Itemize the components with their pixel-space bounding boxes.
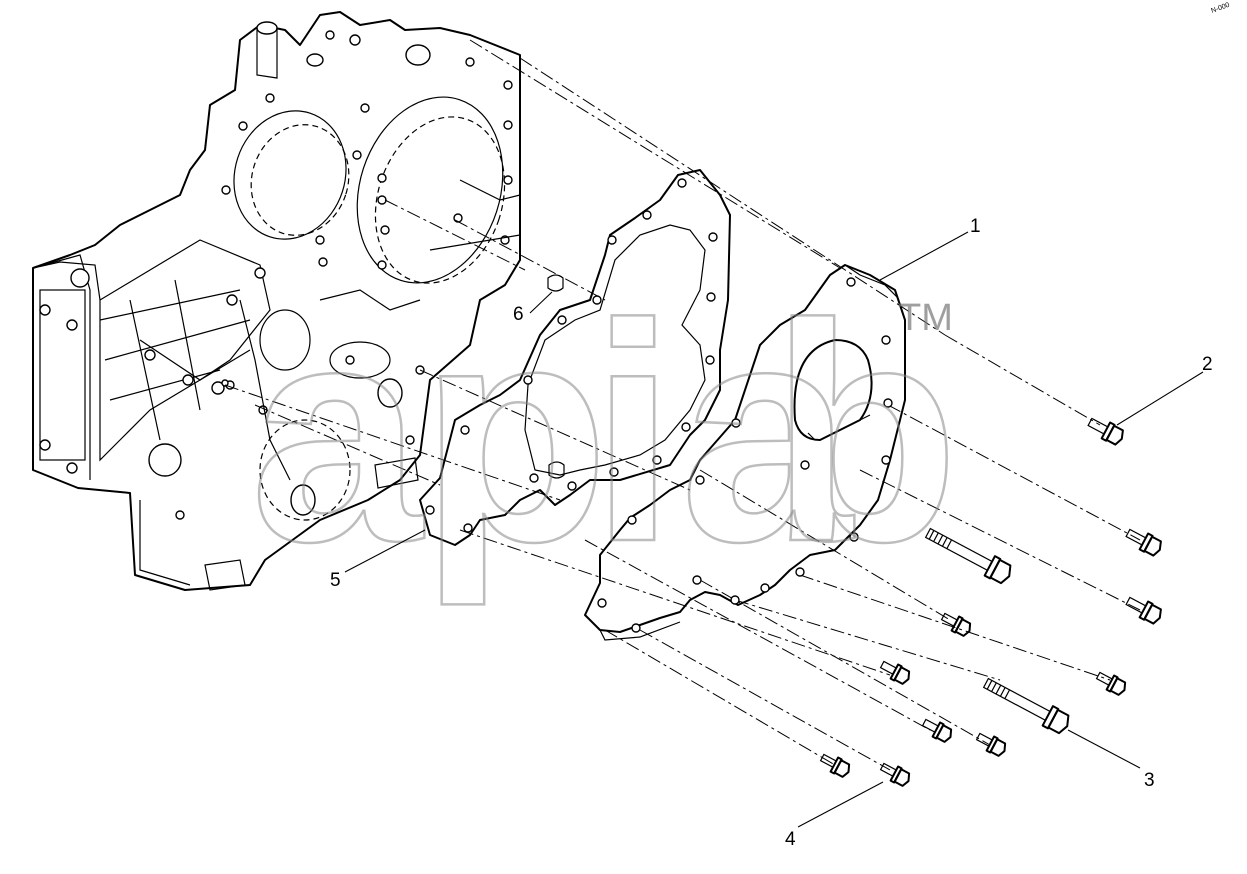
watermark-letter: b (770, 259, 959, 606)
callout-4-label: 4 (785, 829, 796, 850)
bolt-small (879, 660, 911, 685)
callouts: 1 2 3 4 5 6 (330, 216, 1213, 850)
dowel-pins-part-6 (547, 274, 565, 479)
bolt-short (1087, 417, 1124, 446)
watermark-letter: p (420, 259, 609, 608)
watermark-tm: TM (898, 297, 953, 339)
bolt-long (982, 677, 1070, 735)
engine-housing (32, 11, 521, 591)
assembly-lines (224, 39, 1141, 771)
watermark: a p i a b TM (249, 258, 961, 609)
watermark-letter: a (680, 259, 854, 606)
bolt-small (975, 732, 1007, 757)
bolt-short (1125, 528, 1162, 557)
bolt-long (924, 527, 1012, 585)
callout-3-label: 3 (1144, 770, 1155, 791)
reference-code: N-000 (1210, 2, 1230, 15)
bolts (819, 417, 1162, 787)
bolt-short (1095, 671, 1127, 696)
callout-2-label: 2 (1202, 354, 1213, 375)
bolt-small (879, 762, 911, 787)
gasket-part-5 (419, 169, 731, 546)
watermark-letter: a (250, 259, 424, 606)
bolt-small (819, 753, 851, 778)
callout-5-label: 5 (330, 570, 341, 591)
bolt-small (921, 718, 953, 743)
callout-1-label: 1 (970, 216, 981, 237)
callout-6-label: 6 (513, 304, 524, 325)
bolt-small (940, 612, 972, 637)
bolt-short (1125, 596, 1162, 625)
cover-plate-part-1 (584, 264, 906, 641)
watermark-letter: i (590, 259, 676, 606)
